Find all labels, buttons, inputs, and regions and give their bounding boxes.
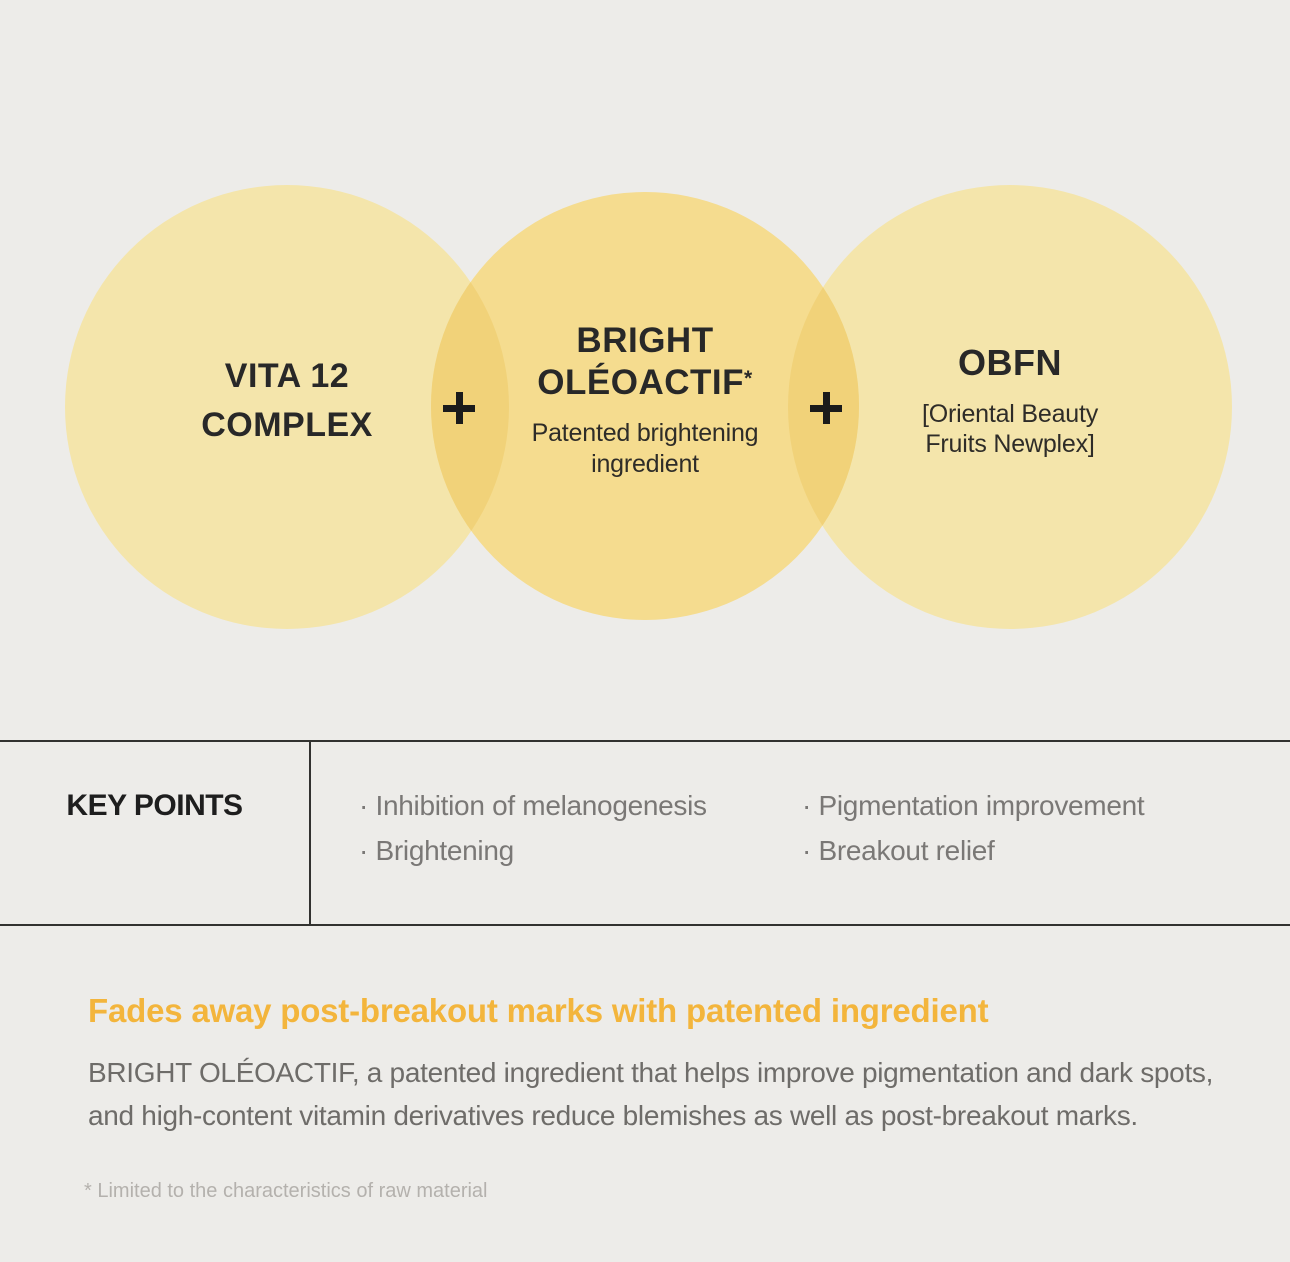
vita12-label: VITA 12 COMPLEX: [137, 352, 437, 450]
description-footnote: * Limited to the characteristics of raw …: [84, 1180, 488, 1202]
description-body-line1: BRIGHT OLÉOACTIF, a patented ingredient …: [88, 1057, 1214, 1088]
bright-title-line1: BRIGHT: [576, 321, 714, 360]
bright-subtitle-line1: Patented brightening: [531, 419, 759, 447]
vita12-circle: [65, 185, 509, 629]
venn-diagram: [65, 185, 1232, 629]
key-points-column-1: · Inhibition of melanogenesis · Brighten…: [359, 783, 802, 924]
obfn-subtitle: [Oriental Beauty Fruits Newplex]: [865, 399, 1155, 459]
bright-oleoactif-subtitle: Patented brightening ingredient: [495, 418, 795, 480]
vita12-title-line1: VITA 12: [224, 357, 350, 395]
description-headline: Fades away post-breakout marks with pate…: [88, 992, 989, 1029]
key-points-content-cell: · Inhibition of melanogenesis · Brighten…: [311, 742, 1290, 924]
obfn-label: OBFN: [865, 344, 1155, 381]
obfn-circle: [788, 185, 1232, 629]
key-points-column-2: · Pigmentation improvement · Breakout re…: [802, 783, 1145, 924]
plus-icon: [434, 383, 484, 433]
asterisk-marker: *: [744, 367, 753, 390]
bright-oleoactif-circle: [431, 192, 859, 620]
description-body: BRIGHT OLÉOACTIF, a patented ingredient …: [88, 1051, 1213, 1137]
obfn-subtitle-line1: [Oriental Beauty: [921, 400, 1099, 428]
key-points-table: KEY POINTS · Inhibition of melanogenesis…: [0, 740, 1290, 926]
key-point-item: · Inhibition of melanogenesis: [359, 790, 707, 821]
bright-title-line2: OLÉOACTIF*: [537, 363, 753, 402]
plus-icon: [801, 383, 851, 433]
bright-subtitle-line2: ingredient: [591, 450, 699, 478]
description-body-line2: and high-content vitamin derivatives red…: [88, 1100, 1138, 1131]
obfn-title: OBFN: [958, 342, 1062, 383]
vita12-title-line2: COMPLEX: [201, 406, 373, 444]
obfn-subtitle-line2: Fruits Newplex]: [925, 430, 1095, 458]
bright-oleoactif-label: BRIGHT OLÉOACTIF*: [495, 320, 795, 404]
key-point-item: · Breakout relief: [802, 835, 995, 866]
key-points-label: KEY POINTS: [66, 789, 243, 822]
key-point-item: · Brightening: [359, 835, 514, 866]
key-points-header-cell: KEY POINTS: [0, 742, 311, 924]
key-point-item: · Pigmentation improvement: [802, 790, 1145, 821]
